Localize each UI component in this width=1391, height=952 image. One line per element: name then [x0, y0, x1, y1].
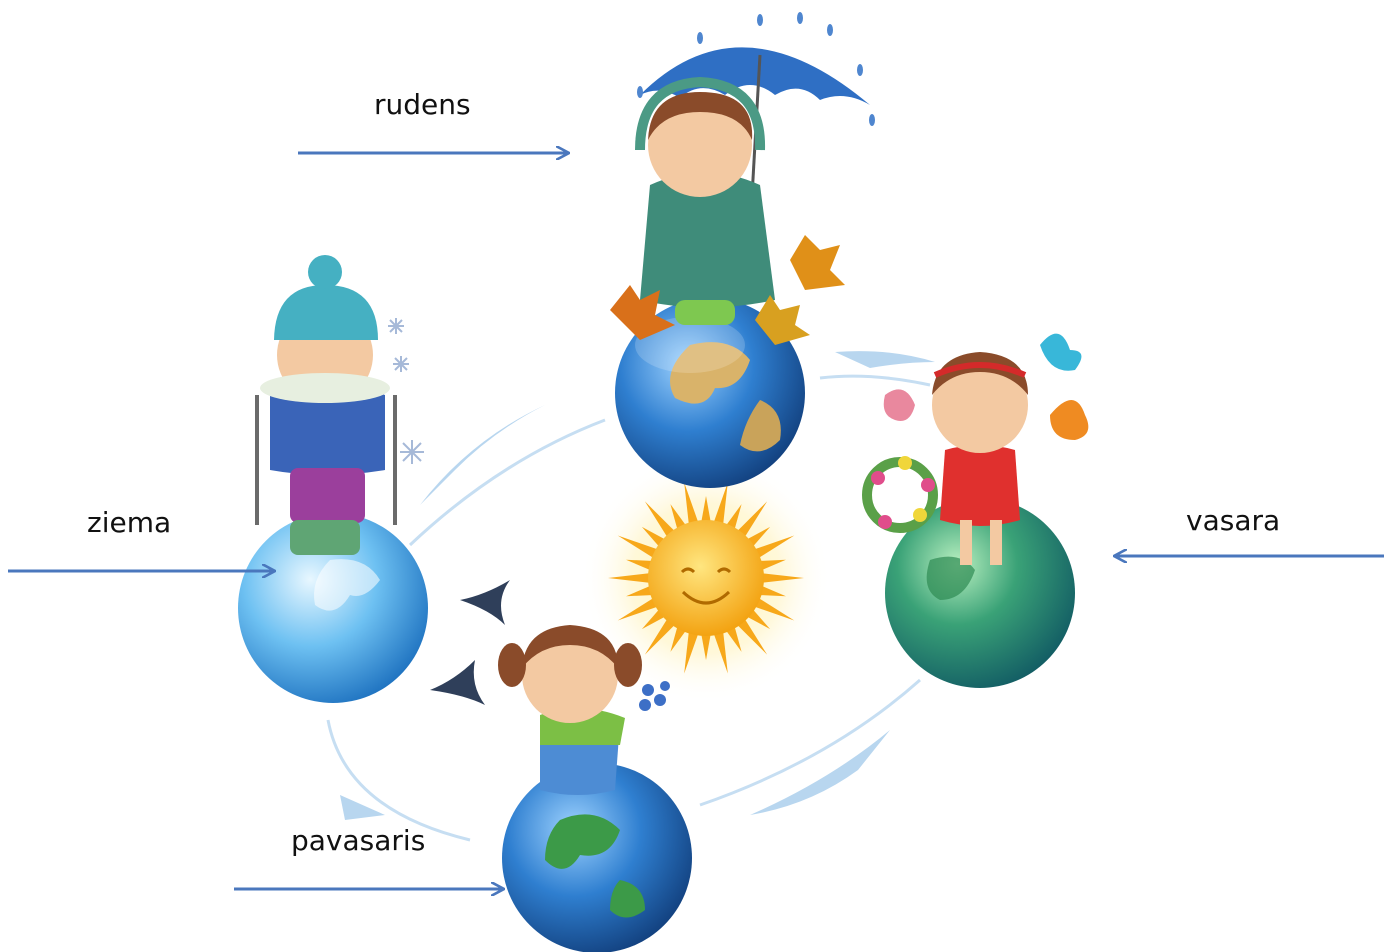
- label-winter: ziema: [87, 506, 172, 539]
- sun-ray: [644, 617, 676, 655]
- cycle-arc-spring-to-summer: [699, 678, 921, 807]
- cycle-arc-winter-to-spring: [326, 719, 471, 842]
- butterflies: [883, 333, 1089, 440]
- summer-dress: [940, 445, 1020, 526]
- cycle-arrowhead-spring: [340, 795, 385, 820]
- summer-globe: [885, 498, 1075, 688]
- autumn-figure: [610, 12, 875, 488]
- snowflakes: [388, 318, 424, 464]
- spring-head: [522, 627, 618, 723]
- spring-globe: [502, 763, 692, 952]
- swallows: [430, 580, 510, 705]
- autumn-head: [648, 93, 752, 197]
- ski-pole-left: [255, 395, 259, 525]
- spring-figure: [430, 580, 692, 952]
- sun-ray: [713, 630, 728, 674]
- winter-hat: [274, 285, 378, 340]
- flower-bouquet: [639, 681, 670, 711]
- sun-ray: [753, 535, 795, 559]
- boots: [675, 300, 735, 325]
- sun-ray: [608, 573, 652, 583]
- sun-ray: [617, 597, 659, 621]
- cycle-arc-autumn-to-winter: [408, 418, 606, 547]
- sun-ray: [736, 617, 768, 655]
- sun-ray: [670, 504, 687, 531]
- pointer-arrows: [8, 153, 1384, 889]
- sun-ray: [758, 585, 786, 597]
- sun-ray: [725, 625, 742, 652]
- sun-ray: [644, 501, 676, 539]
- summer-head: [932, 357, 1028, 453]
- autumn-globe: [615, 298, 805, 488]
- sun-ray: [736, 501, 768, 539]
- winter-pants: [290, 468, 365, 523]
- cycle-arrowhead-autumn: [835, 351, 935, 368]
- flower-wreath: [862, 456, 938, 533]
- sun-ray: [758, 559, 786, 571]
- winter-figure: [238, 255, 428, 703]
- label-autumn: rudens: [374, 88, 471, 121]
- sun-ray: [684, 630, 699, 674]
- sun-ray: [701, 496, 711, 524]
- cycle-arc-summer-to-autumn: [819, 374, 931, 387]
- sun-ray: [684, 482, 699, 526]
- sun-ray: [725, 504, 742, 531]
- raincoat: [640, 172, 775, 308]
- sun-ray: [626, 585, 654, 597]
- label-spring: pavasaris: [291, 824, 426, 857]
- sun-ray: [760, 573, 804, 583]
- winter-jacket: [270, 385, 385, 475]
- cycle-arrowhead-winter: [420, 405, 545, 505]
- summer-figure: [862, 333, 1089, 688]
- sun-ray: [713, 482, 728, 526]
- sun-ray: [753, 597, 795, 621]
- cycle-arrows: [326, 351, 935, 842]
- label-summer: vasara: [1186, 504, 1281, 537]
- winter-globe: [238, 513, 428, 703]
- ski-pole-right: [393, 395, 397, 525]
- maple-leaves: [610, 235, 845, 345]
- sun-ray: [670, 625, 687, 652]
- cycle-arrowhead-summer: [750, 730, 890, 815]
- sun-ray: [626, 559, 654, 571]
- sun-ray: [617, 535, 659, 559]
- sun: [581, 453, 831, 703]
- sun-ray: [701, 632, 711, 660]
- raindrops: [637, 12, 875, 126]
